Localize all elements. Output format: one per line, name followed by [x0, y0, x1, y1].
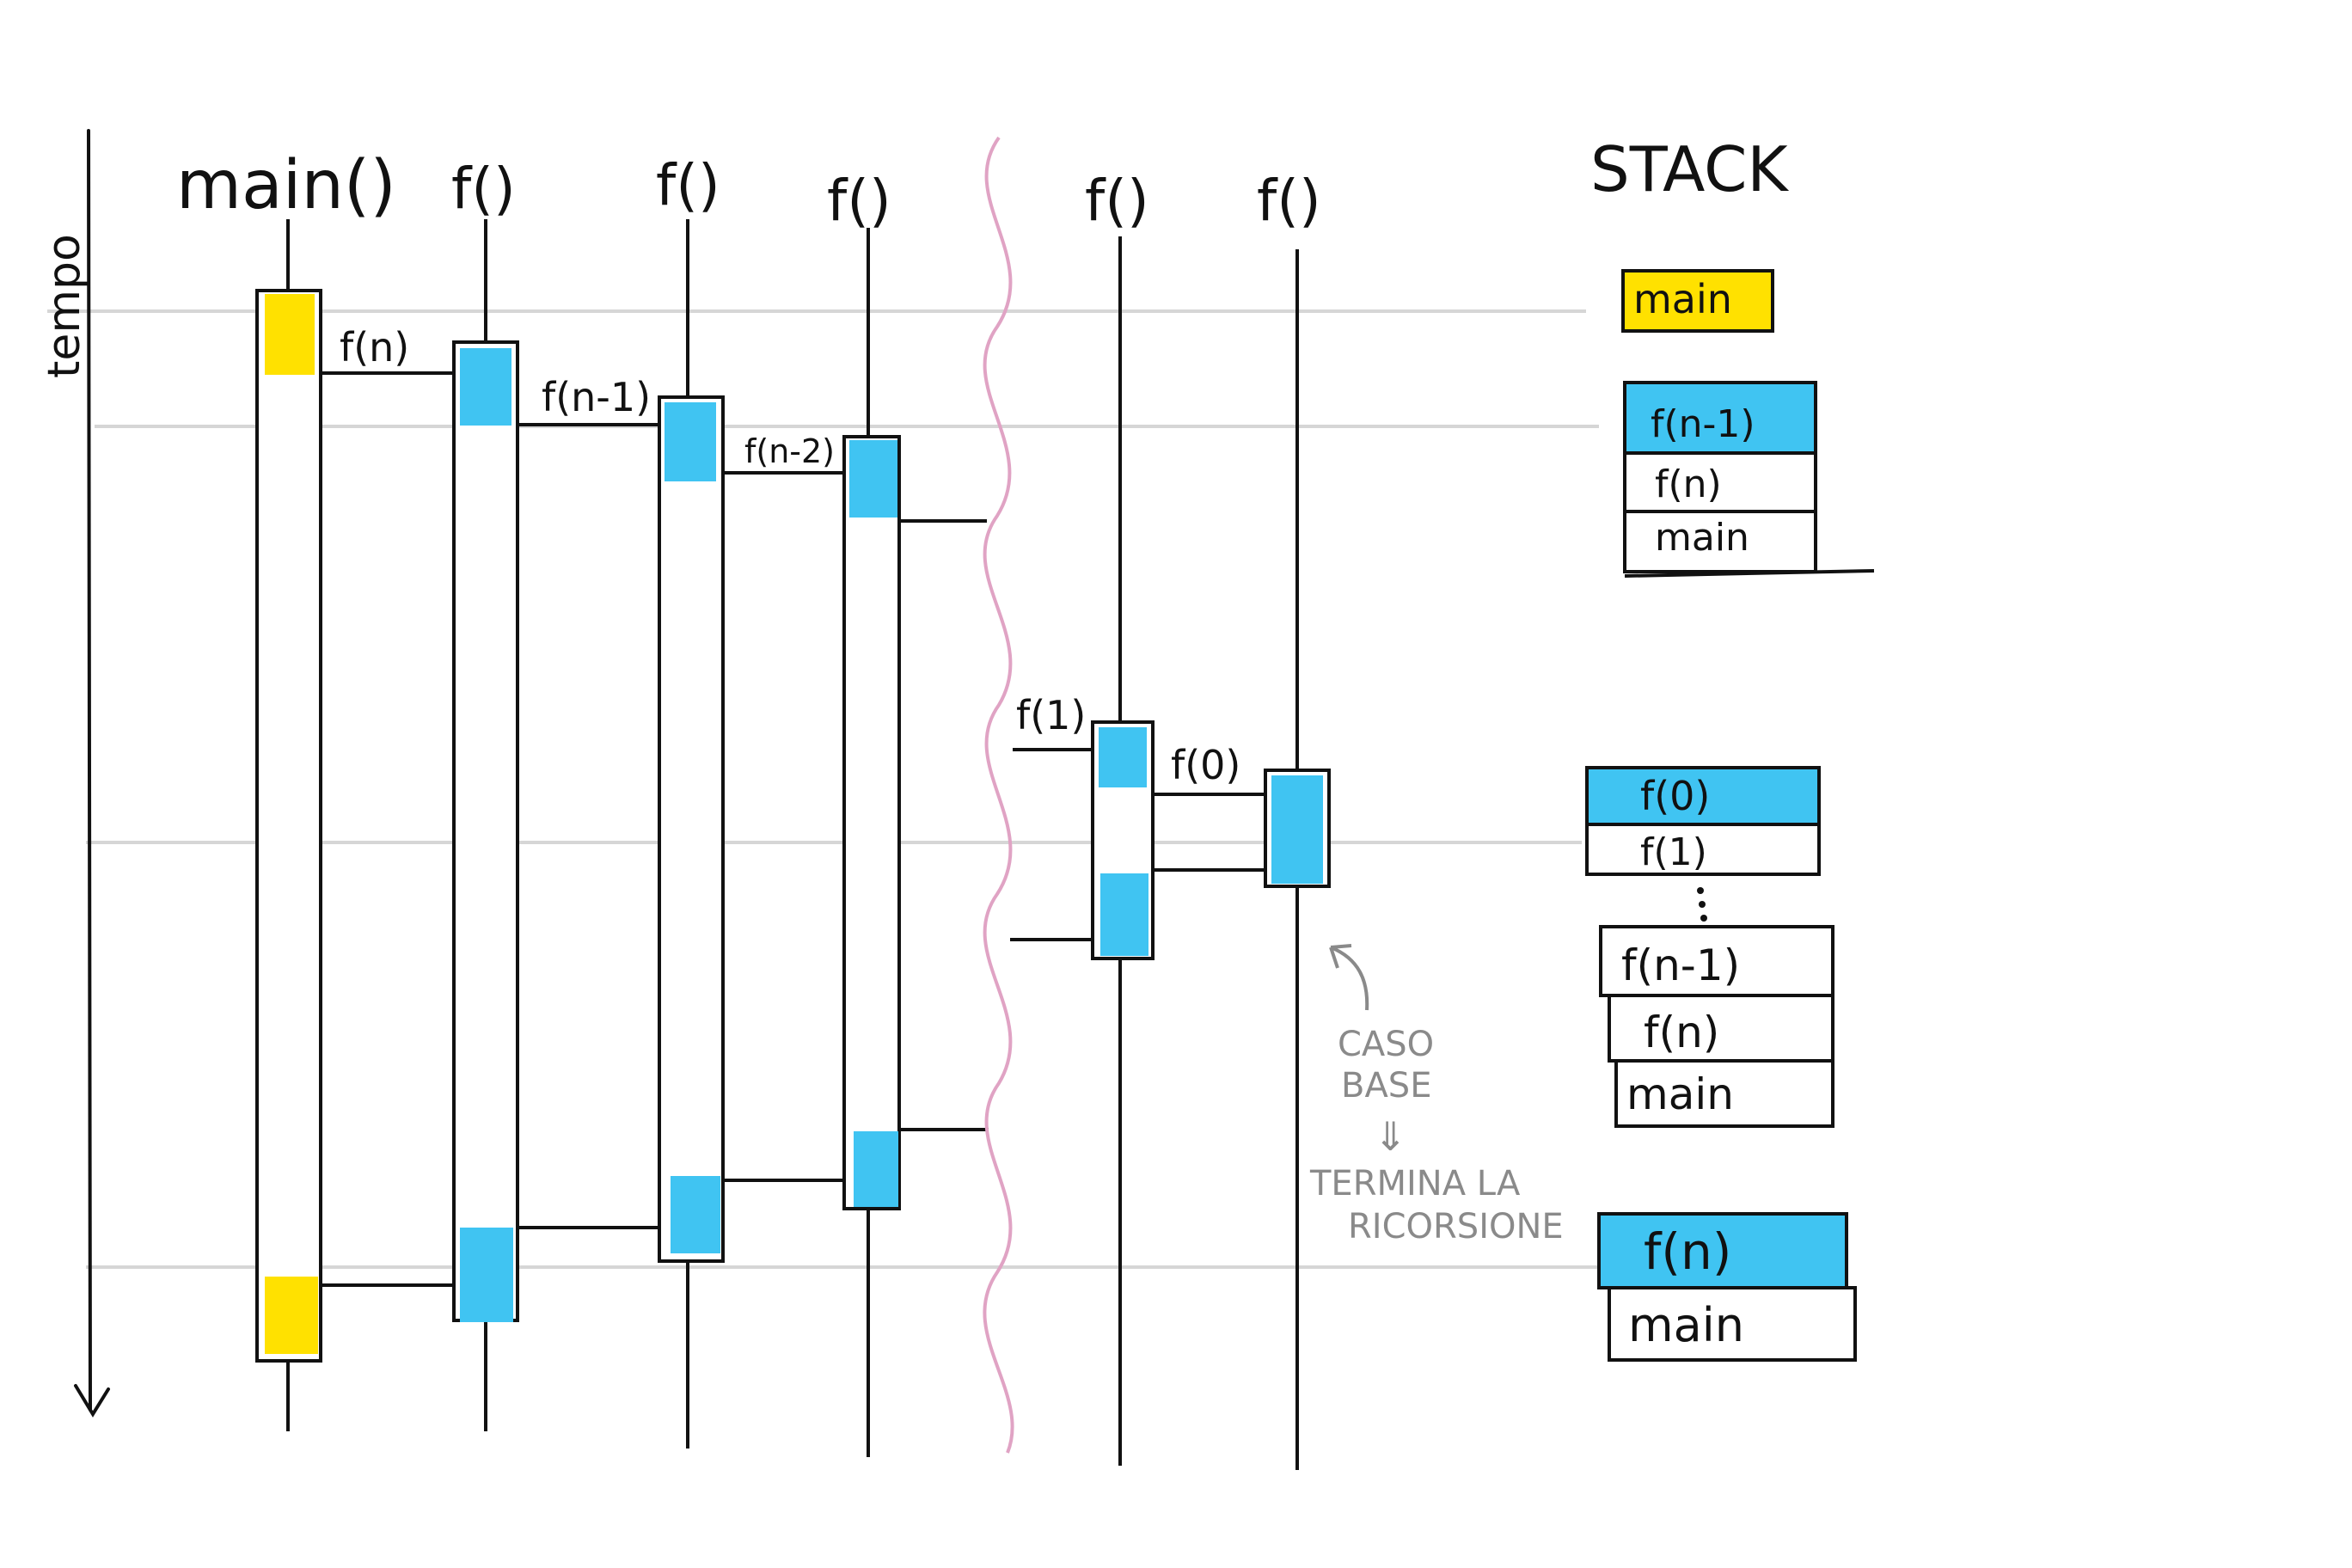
call-label-f-n-2: f(n-2) [744, 432, 835, 470]
stack-3-label-f-1: f(1) [1640, 830, 1707, 874]
stack-4-frame-f-n [1597, 1212, 1848, 1289]
highlight-f-4-top [1099, 727, 1147, 787]
stack-2-frame-mid [1623, 451, 1817, 513]
highlight-f-5 [1271, 775, 1323, 884]
activation-f-2 [658, 395, 725, 1263]
ellipsis-dot-2 [1699, 901, 1706, 908]
call-label-f-1: f(1) [1016, 692, 1086, 738]
annotation-double-arrow: ⇓ [1374, 1113, 1407, 1160]
highlight-main-bottom [265, 1277, 318, 1354]
highlight-f-1-bottom [460, 1228, 513, 1322]
stack-2-label-f-n: f(n) [1655, 462, 1722, 506]
stack-3-label-main: main [1626, 1069, 1734, 1119]
stack-4-label-f-n: f(n) [1644, 1222, 1731, 1281]
time-axis [74, 129, 110, 1418]
stack-2-frame-bottom [1623, 510, 1817, 573]
stack-2-bottom-stroke [1624, 569, 1875, 578]
stack-title: STACK [1590, 133, 1789, 205]
time-axis-label: tempo [39, 234, 90, 378]
stack-3-label-f-n-1: f(n-1) [1621, 940, 1740, 990]
stack-2-label-main: main [1655, 516, 1749, 560]
ellipsis-dot-1 [1697, 887, 1704, 894]
stack-snapshot-1: main [1621, 269, 1774, 333]
stack-3-frame-f-0 [1585, 766, 1821, 826]
stack-3-frame-main [1614, 1059, 1834, 1128]
highlights [265, 294, 1323, 1354]
highlight-f-3-top [849, 440, 897, 518]
activation-f-3 [842, 435, 901, 1210]
time-axis-arrowhead [74, 1384, 110, 1418]
activation-f-1 [452, 340, 519, 1322]
annotation-ricorsione: RICORSIONE [1348, 1207, 1564, 1246]
lifeline-title-f-1: f() [451, 156, 516, 222]
highlight-main-top [265, 294, 315, 375]
activations [255, 289, 1331, 1363]
stack-3-label-f-n: f(n) [1644, 1008, 1719, 1057]
call-label-f-n: f(n) [340, 324, 409, 371]
break-wavy-line [983, 136, 1014, 1454]
base-case-arrow [1329, 944, 1369, 1011]
stack-3-ellipsis [1697, 887, 1707, 922]
call-label-f-n-1: f(n-1) [542, 374, 651, 420]
call-label-f-0: f(0) [1171, 742, 1240, 788]
stack-3-frame-f-n-1 [1599, 925, 1834, 997]
stack-4-frame-main [1608, 1286, 1857, 1362]
stack-3-frame-f-1 [1585, 823, 1821, 876]
stack-snapshot-4 [1597, 1212, 1857, 1362]
stack-3-frame-f-n [1608, 994, 1834, 1063]
activation-main [255, 289, 322, 1363]
stack-2-label-f-n-1: f(n-1) [1651, 402, 1755, 446]
annotation-caso: CASO [1338, 1025, 1434, 1064]
stack-4-label-main: main [1628, 1298, 1744, 1352]
stack-2-frame-top [1623, 381, 1817, 455]
lifeline-title-f-3: f() [827, 168, 891, 234]
highlight-f-2-top [665, 402, 716, 481]
stack-3-label-f-0: f(0) [1640, 773, 1710, 819]
highlight-f-2-bottom [671, 1176, 720, 1253]
ellipsis-dot-3 [1700, 915, 1707, 922]
lifeline-title-f-2: f() [656, 152, 720, 218]
annotation-base: BASE [1341, 1066, 1431, 1106]
highlight-f-3-bottom [854, 1131, 898, 1207]
time-axis-line [87, 129, 92, 1412]
highlight-f-1-top [460, 348, 511, 426]
guide-lines [47, 309, 1608, 1269]
annotation-termina-la: TERMINA LA [1309, 1164, 1521, 1204]
highlight-f-4-bottom [1100, 873, 1148, 956]
lifeline-title-main: main() [176, 147, 396, 224]
lifeline-title-f-4: f() [1085, 168, 1149, 234]
stack-snapshot-3 [1585, 766, 1834, 1128]
stack-snapshot-2 [1623, 381, 1875, 578]
lifeline-title-f-5: f() [1257, 168, 1321, 234]
stack-1-frame-main [1621, 269, 1774, 333]
messages [322, 371, 1265, 1287]
stack-1-label-main: main [1633, 276, 1732, 322]
